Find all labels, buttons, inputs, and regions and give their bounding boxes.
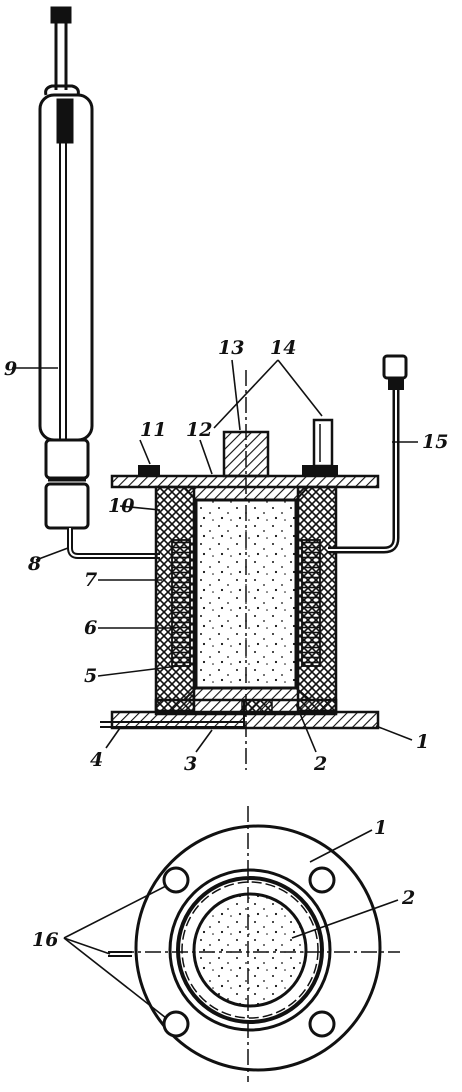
label-6: 6 <box>84 617 97 639</box>
probe-9 <box>38 6 160 559</box>
label-14: 14 <box>270 337 296 359</box>
label-12: 12 <box>186 419 212 441</box>
callout-labels: 9 11 12 13 14 15 10 8 7 6 5 4 3 2 1 1 2 … <box>4 337 448 951</box>
label-4: 4 <box>90 749 103 771</box>
label-1-plan: 1 <box>374 817 387 839</box>
label-10: 10 <box>108 495 134 517</box>
label-2-plan: 2 <box>401 887 415 909</box>
leader-lines <box>12 359 418 753</box>
label-11: 11 <box>140 419 166 441</box>
label-3: 3 <box>184 753 197 775</box>
label-7: 7 <box>84 569 97 591</box>
label-5: 5 <box>84 665 97 687</box>
cylinder-body <box>100 354 408 730</box>
plan-view <box>63 806 400 1082</box>
label-13: 13 <box>218 337 244 359</box>
label-2: 2 <box>313 753 327 775</box>
label-16-plan: 16 <box>32 929 58 951</box>
label-15: 15 <box>422 431 448 453</box>
label-1: 1 <box>416 731 429 753</box>
label-8: 8 <box>27 553 41 575</box>
label-9: 9 <box>4 358 17 380</box>
